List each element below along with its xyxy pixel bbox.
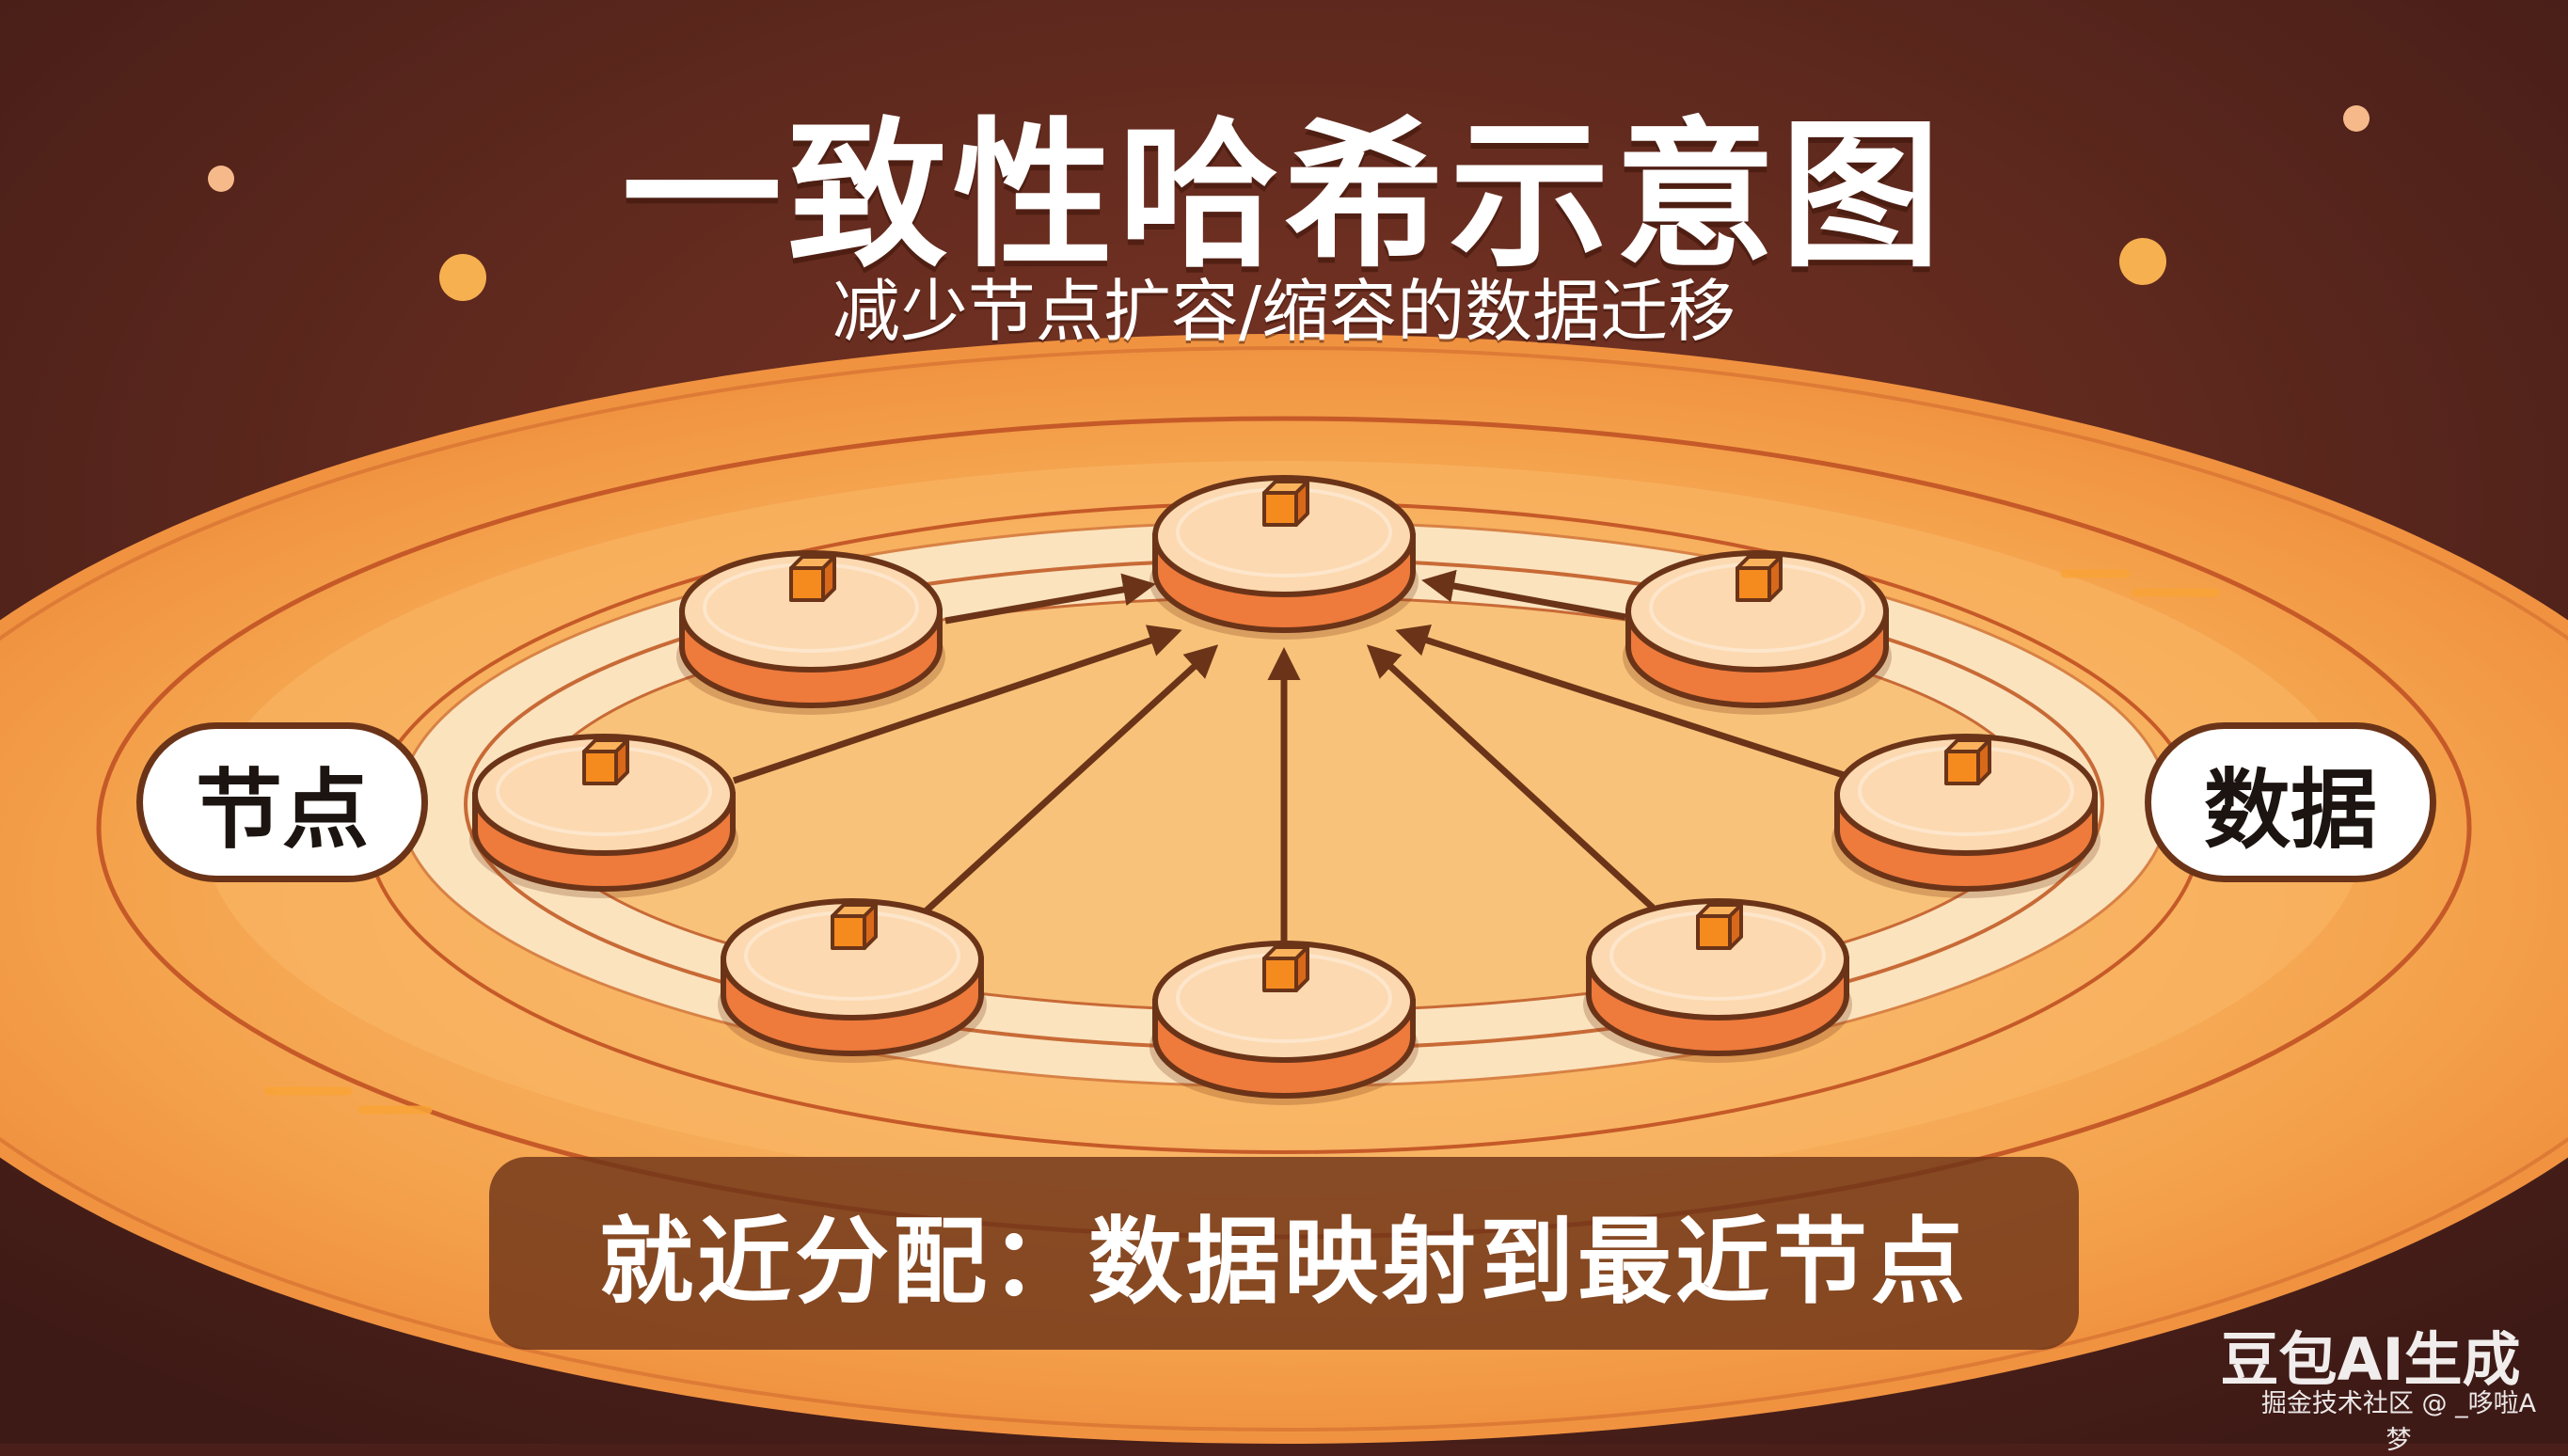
- cube-icon: [1262, 945, 1309, 992]
- node-lower-right: [1583, 898, 1852, 1063]
- arrows: [732, 569, 1846, 950]
- decorative-dots: [208, 105, 2370, 301]
- arrow-lower-left: [924, 644, 1219, 913]
- decorative-streaks: [263, 569, 2220, 1115]
- page-subtitle: 减少节点扩容/缩容的数据迁移: [832, 272, 1736, 351]
- node-upper-right: [1623, 550, 1892, 715]
- cube-icon: [582, 738, 629, 785]
- node-upper-left: [676, 550, 945, 715]
- node-left: [469, 734, 738, 898]
- arrow-upper-left: [944, 573, 1156, 625]
- arrow-right: [1395, 624, 1846, 779]
- cube-icon: [1736, 555, 1783, 602]
- node-right: [1831, 734, 2100, 898]
- arrow-upper-right: [1421, 569, 1626, 621]
- arrow-left: [732, 625, 1182, 784]
- hash-ring-nodes: [469, 475, 2100, 1105]
- label-nodes: 节点: [136, 722, 428, 882]
- cube-icon: [831, 903, 878, 950]
- watermark-credit: 掘金技术社区 @ _哆啦A梦: [2260, 1389, 2537, 1455]
- cube-icon: [1262, 480, 1309, 527]
- cube-icon: [789, 555, 836, 602]
- label-data-text: 数据: [2203, 759, 2377, 861]
- node-top: [1149, 475, 1419, 640]
- node-lower-left: [718, 898, 987, 1063]
- label-data: 数据: [2145, 722, 2436, 882]
- arrow-lower-right: [1366, 644, 1656, 910]
- page-title: 一致性哈希示意图: [621, 103, 1946, 290]
- label-nodes-text: 节点: [195, 759, 369, 861]
- cube-icon: [1696, 903, 1743, 950]
- watermark-brand: 豆包AI生成: [2220, 1325, 2521, 1394]
- cube-icon: [1944, 738, 1991, 785]
- caption-banner: 就近分配：数据映射到最近节点: [489, 1157, 2079, 1350]
- caption-text: 就近分配：数据映射到最近节点: [599, 1207, 1969, 1317]
- node-bottom: [1149, 941, 1419, 1105]
